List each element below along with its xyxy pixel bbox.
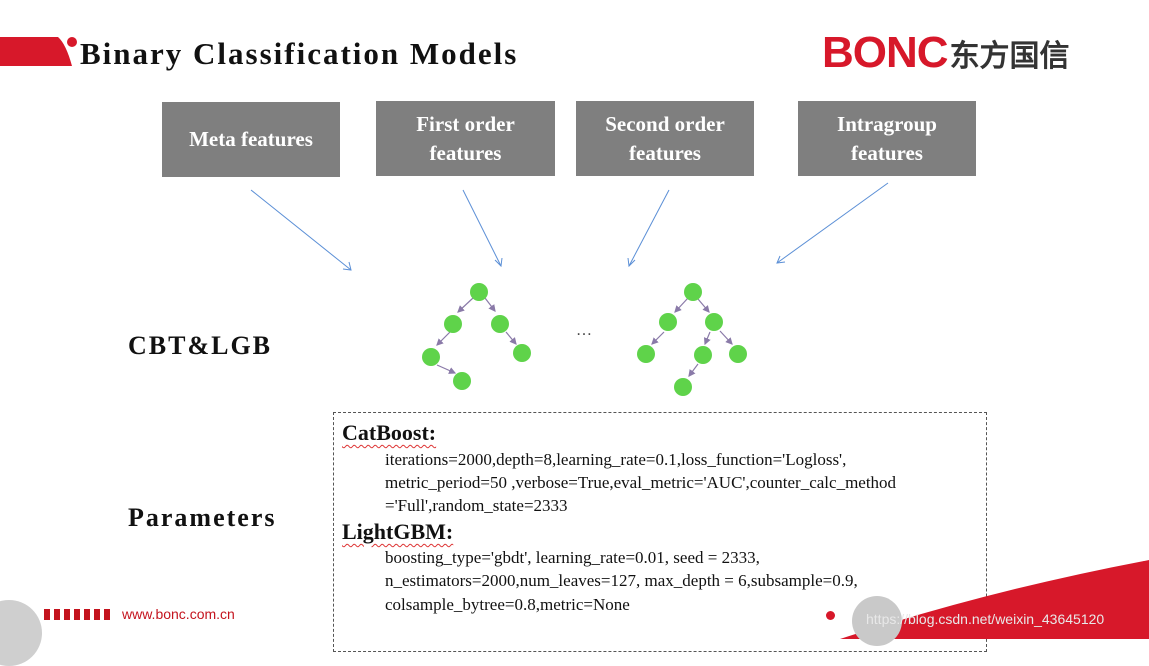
footer-red-dot [826,611,835,620]
lightgbm-heading: LightGBM: [342,519,453,545]
catboost-param-line: iterations=2000,depth=8,learning_rate=0.… [385,450,846,470]
tree-node [491,315,509,333]
tree-node [729,345,747,363]
catboost-heading: CatBoost: [342,420,436,446]
tree-node [659,313,677,331]
tree-node [637,345,655,363]
footer-stripe-bar [44,609,116,620]
tree-node [444,315,462,333]
connector-arrow-meta [251,190,351,270]
trees-ellipsis: … [576,322,592,340]
csdn-watermark: https://blog.csdn.net/weixin_43645120 [866,611,1104,627]
tree-diagram-2 [626,278,761,400]
tree-node [453,372,471,390]
tree-node [470,283,488,301]
feature-connectors [0,0,1149,300]
tree-node [705,313,723,331]
tree-node [674,378,692,396]
catboost-param-line: metric_period=50 ,verbose=True,eval_metr… [385,473,896,493]
tree-node [694,346,712,364]
catboost-param-line: ='Full',random_state=2333 [385,496,568,516]
lightgbm-param-line: n_estimators=2000,num_leaves=127, max_de… [385,571,858,591]
footer-url: www.bonc.com.cn [122,606,235,622]
connector-arrow-intragroup [777,183,888,263]
connector-arrow-first-order [463,190,501,266]
connector-arrow-second-order [629,190,669,266]
models-row-label: CBT&LGB [128,331,272,361]
params-row-label: Parameters [128,503,276,533]
lightgbm-param-line: boosting_type='gbdt', learning_rate=0.01… [385,548,760,568]
footer-corner-circle-left [0,600,42,666]
tree-node [513,344,531,362]
lightgbm-param-line: colsample_bytree=0.8,metric=None [385,595,630,615]
tree-node [684,283,702,301]
tree-node [422,348,440,366]
tree-diagram-1 [410,278,545,396]
